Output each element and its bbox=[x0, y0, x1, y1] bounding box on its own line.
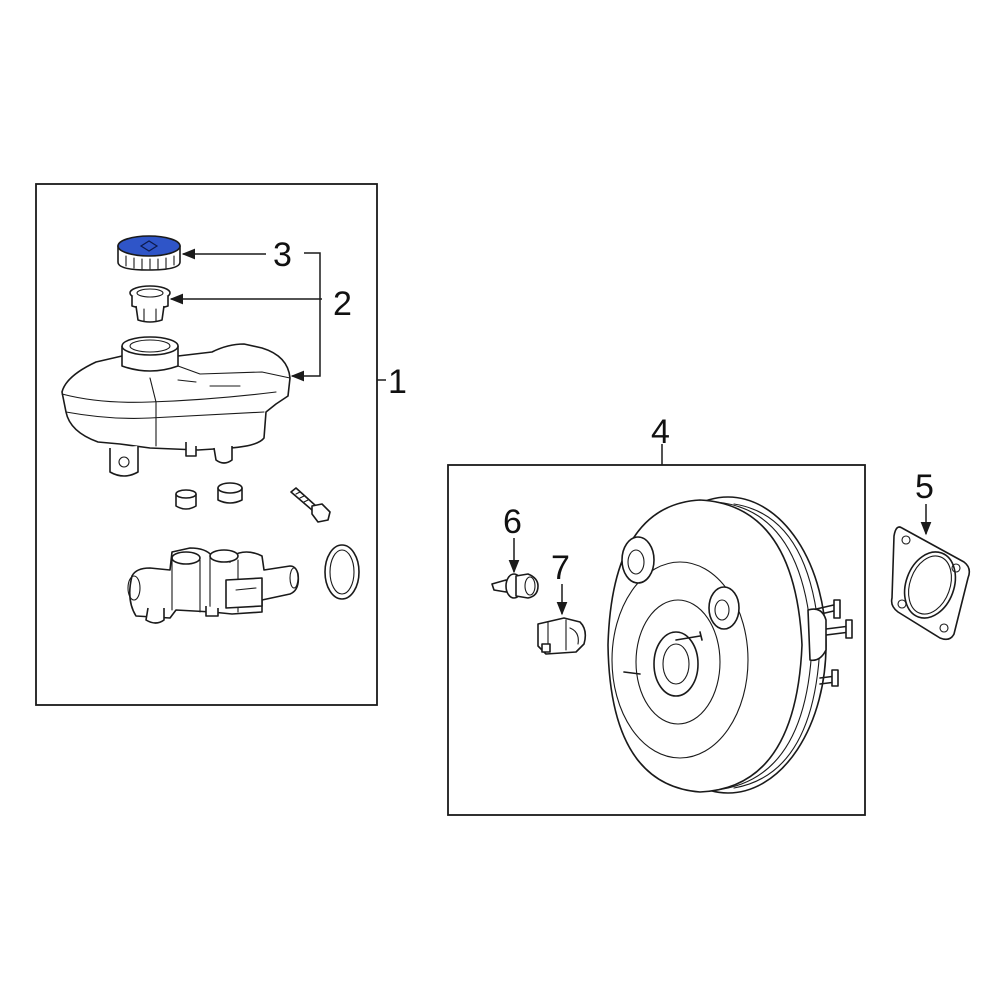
callout-3: 3 bbox=[273, 236, 292, 274]
check-valve-grommet[interactable] bbox=[537, 617, 587, 655]
brake-booster[interactable] bbox=[607, 496, 853, 794]
master-cylinder-o-ring[interactable] bbox=[324, 544, 360, 600]
reservoir-bolt[interactable] bbox=[290, 487, 331, 523]
callout-5: 5 bbox=[915, 468, 934, 506]
master-cylinder-group-frame bbox=[35, 183, 378, 706]
callout-4: 4 bbox=[651, 413, 670, 451]
booster-gasket[interactable] bbox=[890, 526, 971, 641]
callout-1: 1 bbox=[388, 363, 407, 401]
reservoir-grommet-left[interactable] bbox=[175, 489, 197, 510]
callout-2: 2 bbox=[333, 285, 352, 323]
reservoir-strainer[interactable] bbox=[129, 285, 171, 323]
brake-fluid-reservoir[interactable] bbox=[61, 336, 291, 477]
brake-booster-group-frame bbox=[447, 464, 866, 816]
booster-check-valve[interactable] bbox=[491, 573, 539, 599]
callout-7: 7 bbox=[551, 549, 570, 587]
master-cylinder-body[interactable] bbox=[127, 547, 300, 624]
callout-6: 6 bbox=[503, 503, 522, 541]
reservoir-grommet-right[interactable] bbox=[217, 482, 243, 504]
reservoir-cap[interactable] bbox=[117, 235, 181, 271]
